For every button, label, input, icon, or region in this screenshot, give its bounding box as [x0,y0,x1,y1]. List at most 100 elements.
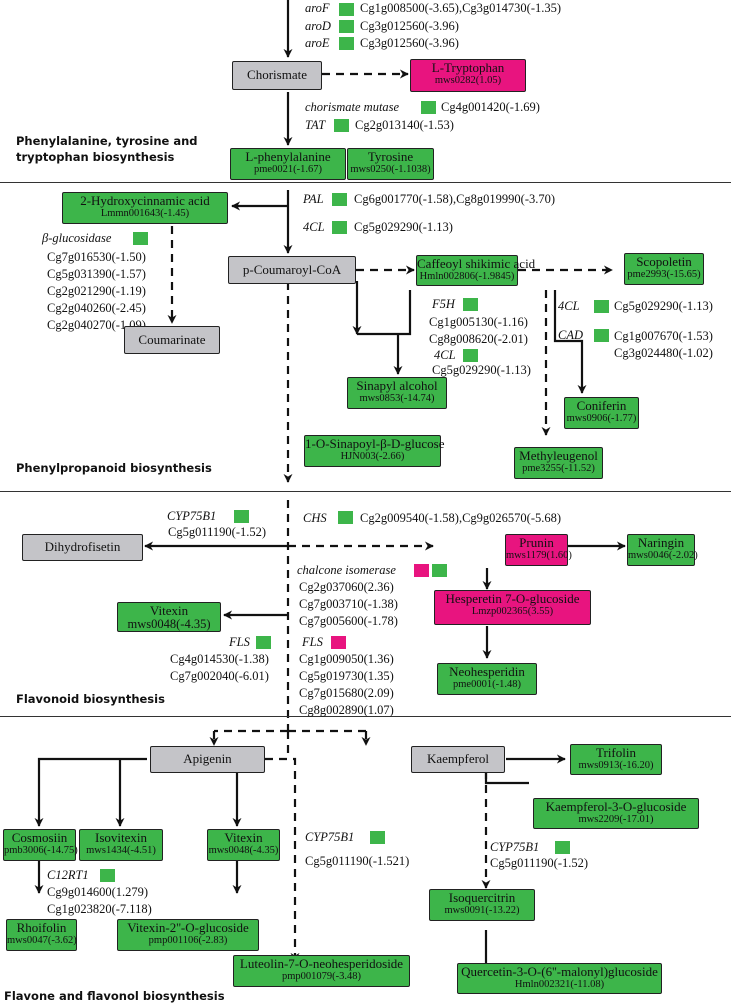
gene-label-fls-2: FLS [302,635,323,649]
gene-ids-cad: Cg1g007670(-1.53)Cg3g024480(-1.02) [614,329,713,360]
gene-ids-4cl: Cg5g029290(-1.13) [354,220,453,234]
down-regulated-marker [256,636,271,649]
gene-ids-pal: Cg6g001770(-1.58),Cg8g019990(-3.70) [354,192,556,206]
gene-label-beta-glucosidase: β-glucosidase [42,231,112,245]
gene-label-cyp75b1-2: CYP75B1 [305,830,355,844]
node-dihydrofisetin: Dihydrofisetin [22,534,143,561]
gene-label-4cl-3: 4CL [558,299,580,313]
gene-ids-fls: Cg4g014530(-1.38)Cg7g002040(-6.01) [170,652,269,683]
down-regulated-marker [432,564,447,577]
gene-label-chs: CHS [303,511,327,525]
down-regulated-marker [555,841,570,854]
down-regulated-marker [370,831,385,844]
gene-ids-beta-glucosidase: Cg7g016530(-1.50)Cg5g031390(-1.57)Cg2g02… [47,250,146,332]
up-regulated-marker [331,636,346,649]
gene-ids-chalcone-isomerase: Cg2g037060(2.36)Cg7g003710(-1.38)Cg7g005… [299,580,398,628]
gene-label-aroe: aroE [305,36,330,50]
gene-label-pal: PAL [303,192,324,206]
node-kaempferol: Kaempferol [411,746,505,773]
gene-ids-chs: Cg2g009540(-1.58),Cg9g026570(-5.68) [360,511,562,525]
up-regulated-marker [414,564,429,577]
section-divider [0,491,731,492]
section-divider [0,716,731,717]
down-regulated-marker [339,3,354,16]
down-regulated-marker [594,329,609,342]
down-regulated-marker [100,869,115,882]
gene-label-4cl: 4CL [303,220,325,234]
gene-ids-cyp75b1: Cg5g011190(-1.52) [168,525,267,539]
section-title-phenylpropanoid: Phenylpropanoid biosynthesis [16,461,212,475]
down-regulated-marker [463,298,478,311]
down-regulated-marker [234,510,249,523]
gene-label-chalcone-isomerase: chalcone isomerase [297,563,396,577]
gene-label-cyp75b1: CYP75B1 [167,509,217,523]
down-regulated-marker [334,119,349,132]
section-divider [0,182,731,183]
gene-ids-f5h: Cg1g005130(-1.16)Cg8g008620(-2.01) [429,315,528,346]
down-regulated-marker [339,20,354,33]
gene-label-f5h: F5H [432,297,455,311]
gene-ids-chorismate-mutase: Cg4g001420(-1.69) [441,100,540,114]
gene-label-chorismate-mutase: chorismate mutase [305,100,400,114]
down-regulated-marker [133,232,148,245]
down-regulated-marker [338,511,353,524]
gene-label-4cl-2: 4CL [434,348,456,362]
node-coumarinate: Coumarinate [124,326,220,354]
gene-label-cyp75b1-3: CYP75B1 [490,840,540,854]
node-chorismate: Chorismate [232,61,322,90]
gene-label-arof: aroF [305,1,330,15]
gene-ids-c12rt1: Cg9g014600(1.279)Cg1g023820(-7.118) [47,885,152,916]
gene-label-fls: FLS [229,635,250,649]
gene-ids-arof: Cg1g008500(-3.65),Cg3g014730(-1.35) [360,1,562,15]
gene-ids-fls-2: Cg1g009050(1.36)Cg5g019730(1.35)Cg7g0156… [299,652,394,717]
gene-label-cad: CAD [558,328,583,342]
gene-ids-aroe: Cg3g012560(-3.96) [360,36,459,50]
gene-label-arod: aroD [305,19,331,33]
down-regulated-marker [463,349,478,362]
node-p-coumaroyl-coa: p-Coumaroyl-CoA [228,256,356,284]
gene-ids-4cl-3: Cg5g029290(-1.13) [614,299,713,313]
gene-ids-cyp75b1-3: Cg5g011190(-1.52) [490,856,589,870]
gene-label-c12rt1: C12RT1 [47,868,89,882]
gene-ids-tat: Cg2g013140(-1.53) [355,118,454,132]
gene-ids-arod: Cg3g012560(-3.96) [360,19,459,33]
section-title-flavone-flavonol: Flavone and flavonol biosynthesis [4,989,225,1003]
down-regulated-marker [332,193,347,206]
down-regulated-marker [339,37,354,50]
gene-ids-cyp75b1-2: Cg5g011190(-1.521) [305,854,410,868]
gene-label-tat: TAT [305,118,326,132]
down-regulated-marker [421,101,436,114]
down-regulated-marker [594,300,609,313]
gene-ids-4cl-2: Cg5g029290(-1.13) [432,363,531,377]
down-regulated-marker [332,221,347,234]
node-apigenin: Apigenin [150,746,265,773]
